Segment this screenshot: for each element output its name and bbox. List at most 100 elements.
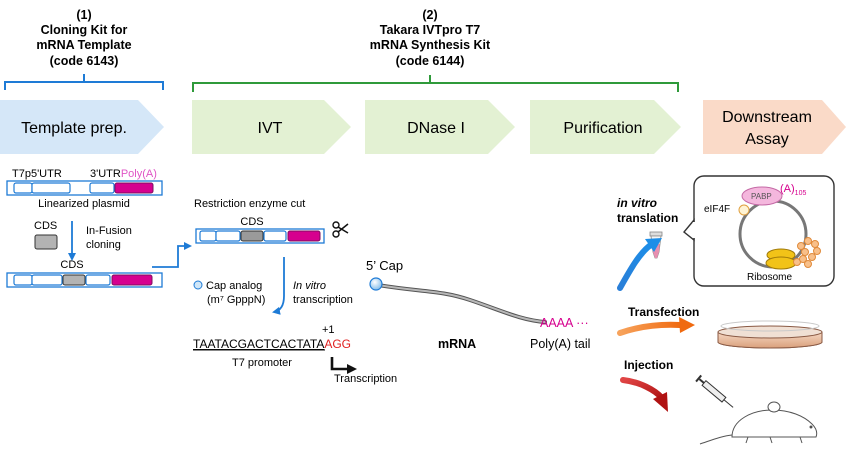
step-label: DNase I — [407, 120, 465, 137]
mouse-icon — [699, 401, 818, 445]
pabp-label: PABP — [751, 192, 772, 201]
3utr-label: 3'UTR — [90, 168, 121, 180]
cds-label-assembled: CDS — [60, 259, 83, 271]
ribosome-label: Ribosome — [747, 272, 792, 283]
restriction-title: Restriction enzyme cut — [194, 198, 305, 210]
synthesis-kit-name-line2: mRNA Synthesis Kit — [370, 38, 491, 52]
cds-block — [34, 234, 58, 250]
transcription-arrow — [272, 257, 285, 315]
in-fusion-label-line2: cloning — [86, 239, 121, 251]
injection-arrow — [620, 377, 665, 401]
transcription-start-label: Transcription — [334, 373, 397, 385]
restriction-cut: Restriction enzyme cut CDS — [194, 198, 349, 244]
synthesis-kit-name-line1: Takara IVTpro T7 — [380, 23, 481, 37]
step-arrow-shape — [365, 100, 515, 154]
5utr-segment — [31, 182, 71, 194]
linearized-plasmid: T7p5'UTR 3'UTRPoly(A) Linearized plasmid — [6, 168, 163, 210]
promoter-caption: T7 promoter — [232, 357, 292, 369]
cloning-kit-bracket — [4, 74, 164, 90]
cds-label: CDS — [34, 220, 57, 232]
in-fusion-label-line1: In-Fusion — [86, 225, 132, 237]
invitro-translation-line1: in vitro — [617, 196, 657, 210]
plasmid-caption: Linearized plasmid — [38, 198, 130, 210]
transfection-arrowhead — [679, 317, 695, 333]
5utr-segment — [215, 230, 241, 242]
syringe-icon — [695, 374, 734, 408]
cap-icon — [369, 277, 383, 291]
ribosome-large-subunit — [765, 256, 797, 270]
cap-analog-icon — [193, 280, 203, 290]
mrna-molecule: 5’ Cap AAAA ··· mRNA Poly(A) tail — [366, 258, 590, 351]
step-arrow-shape — [192, 100, 351, 154]
ribosome-panel: PABP (A)105 eIF4F Ribosome — [683, 175, 835, 287]
invitro-translation-line2: translation — [617, 211, 678, 225]
polya-segment — [114, 182, 154, 194]
step-arrow-shape — [703, 100, 846, 154]
step-arrow-shape — [0, 100, 164, 154]
cds-segment — [240, 230, 264, 242]
transcription-start-arrow — [330, 357, 357, 374]
in-vitro-label: In vitro — [293, 280, 326, 292]
synthesis-kit-bracket — [192, 75, 679, 92]
t7-segment — [199, 230, 217, 242]
step-template-prep: Template prep. — [0, 100, 164, 154]
synthesis-kit-number: (2) — [422, 8, 437, 22]
polya-segment — [111, 274, 153, 286]
a-tail-subscript: 105 — [795, 190, 807, 197]
ribosome-panel-pointer — [683, 218, 695, 242]
translation-arrowhead — [645, 238, 662, 252]
cds-segment — [62, 274, 86, 286]
step-dnase: DNase I — [365, 100, 515, 154]
mrna-label: mRNA — [438, 337, 476, 351]
step-downstream-assay: Downstream Assay — [703, 100, 846, 154]
polya-tail: AAAA ··· — [540, 316, 589, 330]
restriction-cds-label: CDS — [240, 216, 263, 228]
transfection-arrow — [617, 321, 683, 336]
transfection-label: Transfection — [628, 305, 699, 319]
t7-segment — [13, 182, 33, 194]
scissors-icon — [332, 221, 349, 238]
cloning-kit-header: (1) Cloning Kit for mRNA Template (code … — [4, 8, 164, 90]
polya-label: Poly(A) — [121, 168, 157, 180]
polya-tail-label: Poly(A) tail — [530, 337, 590, 351]
cap-label: 5’ Cap — [366, 258, 403, 273]
cloning-kit-name-line2: mRNA Template — [36, 38, 131, 52]
injection-label: Injection — [624, 358, 673, 372]
utr-polya-label: 3'UTRPoly(A) — [90, 168, 157, 180]
step-arrow-shape — [530, 100, 681, 154]
cloning-kit-number: (1) — [76, 8, 91, 22]
synthesis-kit-code: (code 6144) — [396, 54, 465, 68]
assembled-construct: CDS — [6, 259, 163, 288]
5utr-segment — [31, 274, 63, 286]
translation-arrow — [617, 241, 655, 291]
mrna-strand — [377, 284, 546, 323]
polya-segment — [287, 230, 321, 242]
cap-analog: Cap analog (m⁷ GpppN) — [193, 280, 265, 306]
eif4f-icon — [738, 204, 750, 216]
pabp-icon — [741, 186, 783, 206]
cds-insert: CDS — [34, 220, 58, 250]
plus-one-label: +1 — [322, 324, 335, 336]
synthesis-kit-header: (2) Takara IVTpro T7 mRNA Synthesis Kit … — [192, 8, 679, 92]
step-label-line1: Downstream — [722, 109, 812, 126]
cap-analog-label-line2: (m⁷ GpppN) — [207, 294, 265, 306]
step-label: Purification — [563, 120, 642, 137]
peptide-chain — [793, 237, 821, 268]
promoter-sequence-red: AGG — [324, 337, 351, 351]
transcription-label: transcription — [293, 294, 353, 306]
cloning-kit-code: (code 6143) — [50, 54, 119, 68]
cap-analog-label-line1: Cap analog — [206, 280, 262, 292]
eif4f-label: eIF4F — [704, 204, 730, 215]
connector-arrow — [152, 242, 192, 268]
3utr-segment — [263, 230, 287, 242]
injection-arrowhead — [653, 392, 668, 412]
step-ivt: IVT — [192, 100, 351, 154]
a-tail-text: (A) — [780, 183, 795, 195]
culture-dish-icon — [717, 320, 823, 349]
step-label: IVT — [258, 120, 283, 137]
cloning-kit-name-line1: Cloning Kit for — [41, 23, 128, 37]
step-label-line2: Assay — [745, 131, 789, 148]
3utr-segment — [85, 274, 111, 286]
step-label: Template prep. — [21, 120, 127, 137]
